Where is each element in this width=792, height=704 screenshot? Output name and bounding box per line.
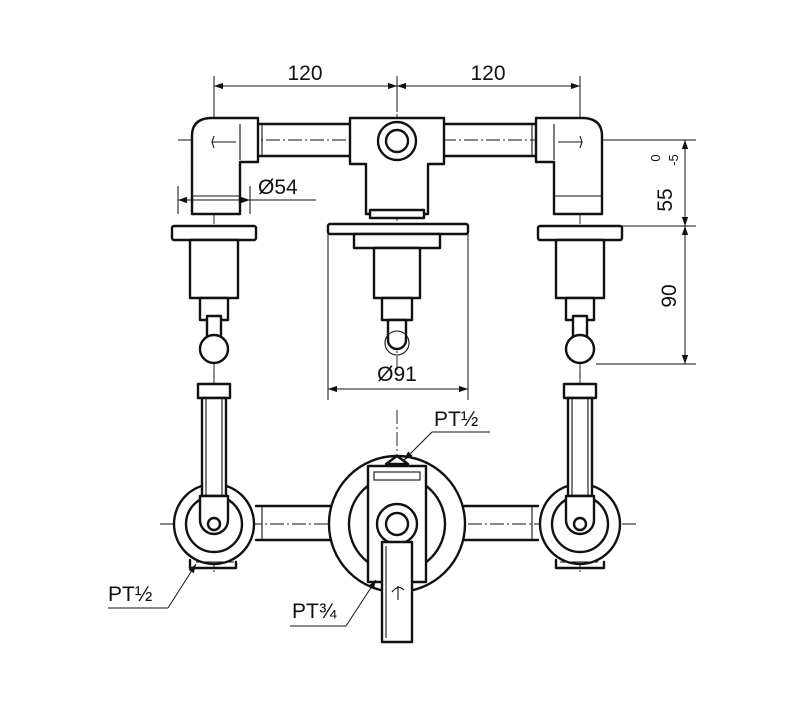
tee-port-outer [376,120,418,162]
right-spindle [554,238,606,300]
middle-escutcheon [326,222,470,236]
dim-width-right: 120 [470,62,505,85]
middle-tee [348,116,446,216]
middle-spindle [372,246,422,300]
front-pipe-right [462,504,540,542]
dim-escutcheon-diameter: Ø91 [377,363,417,386]
dim-tolerance-lower: -5 [666,154,681,166]
dim-spout-diameter: Ø54 [258,176,298,199]
left-elbow [190,116,260,216]
right-knob [564,333,596,365]
thread-labels: PT½ PT½ PT¾ [108,408,490,627]
label-outlet: PT¾ [292,600,337,623]
right-elbow [534,116,604,216]
right-flange [536,224,624,242]
top-view [170,92,624,380]
left-flange [170,224,258,242]
label-left-inlet: PT½ [108,583,152,606]
pipe-left [256,122,352,158]
top-dimensions: 120 120 Ø54 Ø91 55 0 -5 90 [177,62,696,400]
tee-port-inner [384,128,410,154]
left-spindle [188,238,240,300]
right-lever [562,382,598,400]
label-top-inlet: PT½ [434,408,478,431]
dim-height-lower: 90 [658,284,681,307]
dim-tolerance-upper: 0 [648,154,663,161]
dim-height-upper: 55 [654,188,677,211]
middle-lever [380,540,414,644]
left-knob [198,333,230,365]
front-pipe-left [254,504,332,542]
left-lever [196,382,232,400]
front-view [160,372,636,644]
pipe-right [442,122,538,158]
dim-width-left: 120 [287,62,322,85]
